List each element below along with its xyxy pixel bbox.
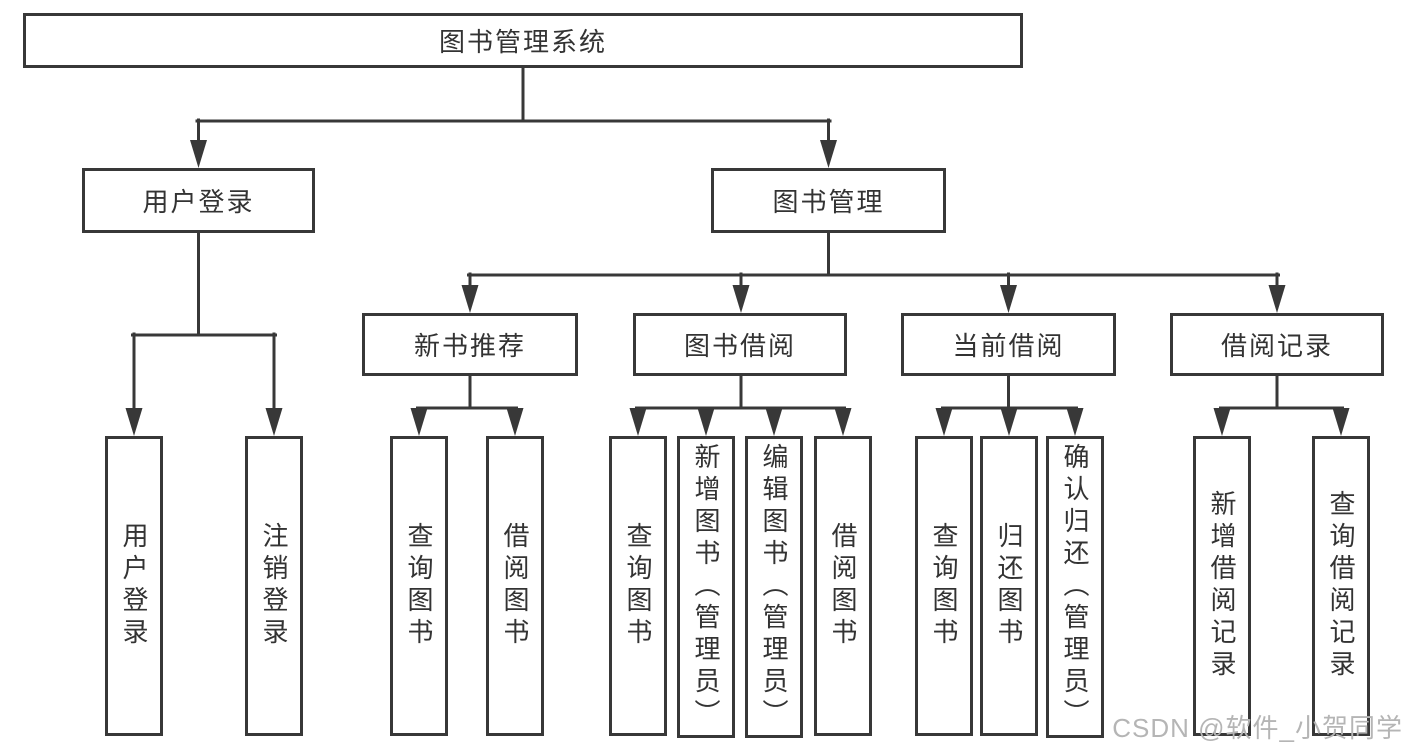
arrowhead xyxy=(765,408,783,436)
connector-new-book-recommend-to-leaves xyxy=(410,374,524,436)
connector-current-borrow-to-leaves xyxy=(935,374,1084,436)
arrowhead xyxy=(629,408,647,436)
arrowhead xyxy=(506,408,524,436)
leaf-query-borrow-record: 查询借阅记录 xyxy=(1312,436,1370,736)
leaf-return-books: 归还图书 xyxy=(980,436,1038,736)
leaf-edit-book-admin: 编辑图书（管理员） xyxy=(745,436,803,738)
node-root: 图书管理系统 xyxy=(23,13,1023,68)
connector-book-borrow-to-leaves xyxy=(629,374,852,436)
arrowhead xyxy=(1000,285,1017,313)
arrowhead xyxy=(697,408,715,436)
leaf-borrow-books-recommend: 借阅图书 xyxy=(486,436,544,736)
arrowhead xyxy=(190,140,207,168)
arrowhead xyxy=(820,140,837,168)
connector-user-login-to-leaves xyxy=(125,231,283,436)
arrowhead xyxy=(410,408,428,436)
arrowhead xyxy=(125,408,143,436)
leaf-confirm-return-admin: 确认归还（管理员） xyxy=(1046,436,1104,738)
arrowhead xyxy=(935,408,953,436)
leaf-user-login: 用户登录 xyxy=(105,436,163,736)
node-new-book-recommend: 新书推荐 xyxy=(362,313,578,376)
connector-borrow-records-to-leaves xyxy=(1213,374,1350,436)
leaf-query-books-recommend: 查询图书 xyxy=(390,436,448,736)
leaf-borrow-books-borrow: 借阅图书 xyxy=(814,436,872,736)
leaf-logout-login: 注销登录 xyxy=(245,436,303,736)
leaf-add-book-admin: 新增图书（管理员） xyxy=(677,436,735,738)
arrowhead xyxy=(265,408,283,436)
leaf-query-books-borrow: 查询图书 xyxy=(609,436,667,736)
leaf-add-borrow-record: 新增借阅记录 xyxy=(1193,436,1251,736)
arrowhead xyxy=(1000,408,1018,436)
node-borrow-records: 借阅记录 xyxy=(1170,313,1384,376)
arrowhead xyxy=(1332,408,1350,436)
node-book-borrow: 图书借阅 xyxy=(633,313,847,376)
node-book-management: 图书管理 xyxy=(711,168,946,233)
connector-book-management-to-level3 xyxy=(461,231,1286,313)
arrowhead xyxy=(834,408,852,436)
arrowhead xyxy=(1268,285,1286,313)
arrowhead xyxy=(461,285,479,313)
node-current-borrow: 当前借阅 xyxy=(901,313,1116,376)
leaf-query-books-current: 查询图书 xyxy=(915,436,973,736)
connector-root-to-level2 xyxy=(190,66,837,168)
arrowhead xyxy=(1066,408,1084,436)
arrowhead xyxy=(732,285,750,313)
node-user-login: 用户登录 xyxy=(82,168,315,233)
arrowhead xyxy=(1213,408,1231,436)
csdn-watermark: CSDN @软件_小贺同学 xyxy=(1112,713,1403,743)
